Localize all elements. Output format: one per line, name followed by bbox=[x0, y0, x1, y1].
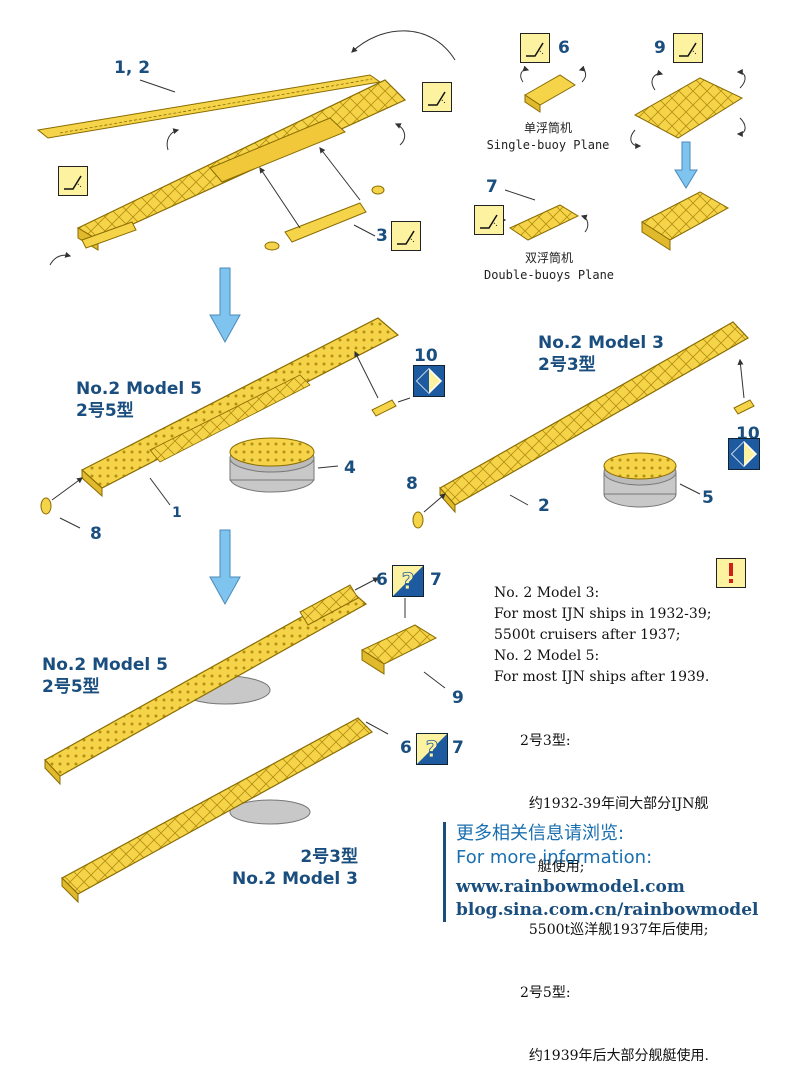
bend-icon bbox=[58, 166, 88, 196]
assembly-diagram bbox=[36, 30, 755, 904]
label-part-4: 4 bbox=[344, 458, 356, 478]
info-title-cn: 更多相关信息请浏览: bbox=[456, 823, 625, 844]
double-buoy-cradle-part-7 bbox=[508, 204, 580, 241]
label-part-6-top: 6 bbox=[558, 38, 570, 58]
svg-text:?: ? bbox=[402, 570, 415, 595]
label-part-3: 3 bbox=[376, 226, 388, 246]
single-buoy-caption-en: Single-buoy Plane bbox=[486, 138, 610, 152]
model3-heading-bottom-cn: 2号3型 bbox=[300, 847, 358, 867]
note-line-cn: 约1932-39年间大部分IJN舰 bbox=[520, 796, 709, 812]
label-part-7-mid: 7 bbox=[430, 570, 442, 590]
single-buoy-cradle-part-6 bbox=[524, 74, 576, 113]
label-part-6-bottom: 6 bbox=[400, 738, 412, 758]
label-part-9-top: 9 bbox=[654, 38, 666, 58]
note-line-cn: 艇使用; bbox=[520, 859, 585, 875]
website-link[interactable]: www.rainbowmodel.com bbox=[456, 877, 685, 897]
info-title-en: For more information: bbox=[456, 847, 653, 868]
model5-assembled-catapult bbox=[80, 317, 400, 498]
label-part-2: 2 bbox=[538, 496, 550, 516]
label-part-1-2: 1, 2 bbox=[114, 58, 151, 78]
double-buoy-caption: 双浮筒机 Double-buoys Plane bbox=[470, 250, 628, 284]
note-line-cn: 2号3型: bbox=[520, 733, 571, 749]
model3-heading-top-en: No.2 Model 3 bbox=[538, 333, 664, 353]
turntable-base-part-5 bbox=[603, 452, 677, 508]
question-mark-icon: ? bbox=[416, 733, 448, 765]
model5-heading-bottom-en: No.2 Model 5 bbox=[42, 655, 168, 675]
orientation-diamond-icon bbox=[413, 365, 445, 397]
blue-down-arrow-2 bbox=[209, 529, 241, 606]
single-buoy-caption-cn: 单浮筒机 bbox=[523, 121, 572, 135]
model3-heading-bottom: 2号3型 No.2 Model 3 bbox=[232, 846, 358, 890]
model3-final-catapult bbox=[61, 717, 373, 904]
double-buoy-caption-en: Double-buoys Plane bbox=[483, 268, 615, 282]
bend-icon bbox=[673, 33, 703, 63]
note-line-cn: 2号5型: bbox=[520, 985, 571, 1001]
model5-final-catapult bbox=[44, 584, 368, 786]
model5-heading-bottom-cn: 2号5型 bbox=[42, 677, 100, 697]
note-line-cn: 约1939年后大部分舰艇使用. bbox=[520, 1048, 709, 1064]
model3-heading-bottom-en: No.2 Model 3 bbox=[232, 869, 358, 889]
model3-heading-top-cn: 2号3型 bbox=[538, 355, 596, 375]
model3-heading-top: No.2 Model 3 2号3型 bbox=[538, 332, 664, 376]
catapult-main-frame bbox=[76, 79, 407, 251]
note-line: No. 2 Model 3: bbox=[494, 585, 600, 601]
note-line-cn: 5500t巡洋舰1937年后使用; bbox=[520, 922, 709, 938]
blue-down-arrow-1 bbox=[209, 267, 241, 344]
label-part-1: 1 bbox=[172, 505, 182, 521]
label-part-8-right: 8 bbox=[406, 474, 418, 494]
bend-icon bbox=[520, 33, 550, 63]
cradle-part-9-folded bbox=[641, 191, 730, 251]
blue-down-arrow-small bbox=[674, 141, 698, 189]
label-part-6-mid: 6 bbox=[376, 570, 388, 590]
model5-heading-top-cn: 2号5型 bbox=[76, 401, 134, 421]
notes-en: No. 2 Model 3: For most IJN ships in 193… bbox=[494, 583, 711, 688]
label-part-7-bottom: 7 bbox=[452, 738, 464, 758]
part-3-carriage bbox=[264, 185, 385, 251]
note-line: For most IJN ships after 1939. bbox=[494, 669, 710, 685]
cradle-part-9-assembled bbox=[360, 624, 438, 675]
single-buoy-caption: 单浮筒机 Single-buoy Plane bbox=[478, 120, 618, 154]
note-line: For most IJN ships in 1932-39; bbox=[494, 606, 712, 622]
turntable-base-part-4 bbox=[229, 437, 315, 493]
double-buoy-caption-cn: 双浮筒机 bbox=[524, 251, 573, 265]
exclamation-icon bbox=[716, 558, 746, 588]
label-part-9-mid: 9 bbox=[452, 688, 464, 708]
bend-icon bbox=[391, 221, 421, 251]
model5-heading-bottom: No.2 Model 5 2号5型 bbox=[42, 654, 168, 698]
blog-link[interactable]: blog.sina.com.cn/rainbowmodel bbox=[456, 900, 759, 920]
bend-icon bbox=[422, 82, 452, 112]
bend-icon bbox=[474, 205, 504, 235]
svg-text:?: ? bbox=[426, 738, 439, 763]
label-part-8-left: 8 bbox=[90, 524, 102, 544]
label-part-7-top: 7 bbox=[486, 177, 498, 197]
info-block: 更多相关信息请浏览: For more information: www.rai… bbox=[443, 822, 758, 922]
cradle-part-9-flat bbox=[633, 77, 744, 139]
label-part-10-left: 10 bbox=[414, 346, 438, 366]
model5-heading-top: No.2 Model 5 2号5型 bbox=[76, 378, 202, 422]
note-line: No. 2 Model 5: bbox=[494, 648, 600, 664]
question-mark-icon: ? bbox=[392, 565, 424, 597]
model5-heading-top-en: No.2 Model 5 bbox=[76, 379, 202, 399]
note-line: 5500t cruisers after 1937; bbox=[494, 627, 681, 643]
orientation-diamond-icon bbox=[728, 438, 760, 470]
label-part-5: 5 bbox=[702, 488, 714, 508]
